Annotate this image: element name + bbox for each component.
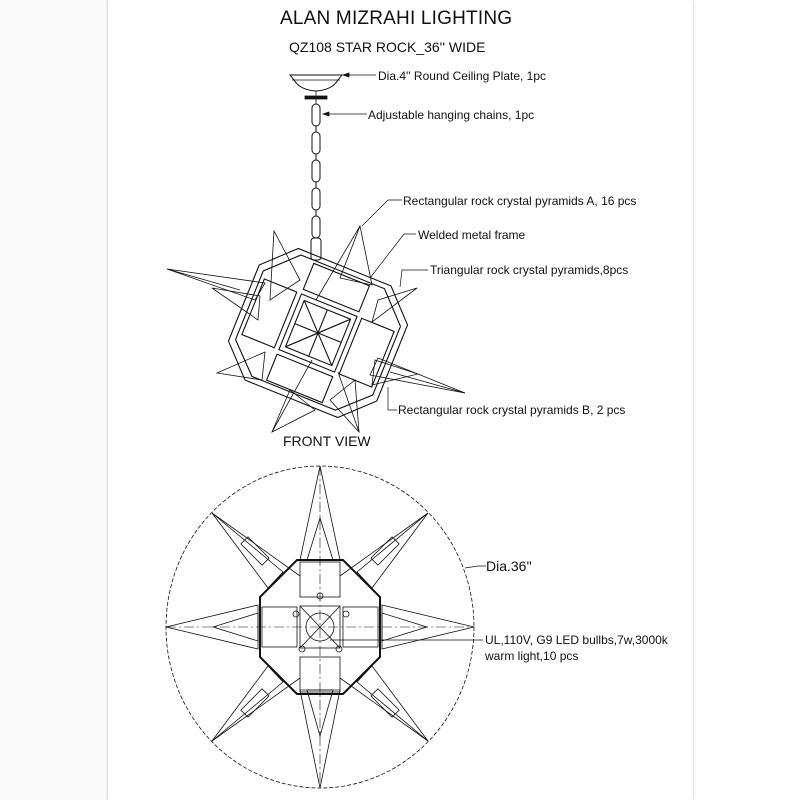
- callout-pyramids-a: Rectangular rock crystal pyramids A, 16 …: [403, 194, 637, 208]
- welded-metal-frame: [227, 247, 409, 419]
- front-view-label: FRONT VIEW: [283, 433, 371, 449]
- bulb-spec-line1: UL,110V, G9 LED bullbs,7w,3000k: [485, 633, 668, 647]
- ceiling-plate: [288, 74, 344, 104]
- callout-chains: Adjustable hanging chains, 1pc: [368, 108, 535, 122]
- model-subtitle: QZ108 STAR ROCK_36'' WIDE: [289, 39, 486, 55]
- bulb-spec-line2: warm light,10 pcs: [485, 649, 579, 663]
- front-view-spikes: [166, 224, 466, 434]
- brand-title: ALAN MIZRAHI LIGHTING: [280, 8, 513, 29]
- top-view: [165, 465, 475, 789]
- callout-pyramids-b: Rectangular rock crystal pyramids B, 2 p…: [398, 403, 626, 417]
- diameter-label: Dia.36'': [486, 558, 532, 574]
- callout-ceiling-plate: Dia.4'' Round Ceiling Plate, 1pc: [378, 69, 547, 83]
- callout-triangular-pyramids: Triangular rock crystal pyramids,8pcs: [430, 263, 629, 277]
- page-margin-left: [0, 0, 108, 800]
- drawing-sheet: [108, 0, 693, 800]
- hanging-chain: [310, 103, 322, 261]
- callout-frame: Welded metal frame: [418, 228, 526, 242]
- top-view-leaders: [330, 565, 486, 641]
- front-view-leaders: [321, 72, 428, 411]
